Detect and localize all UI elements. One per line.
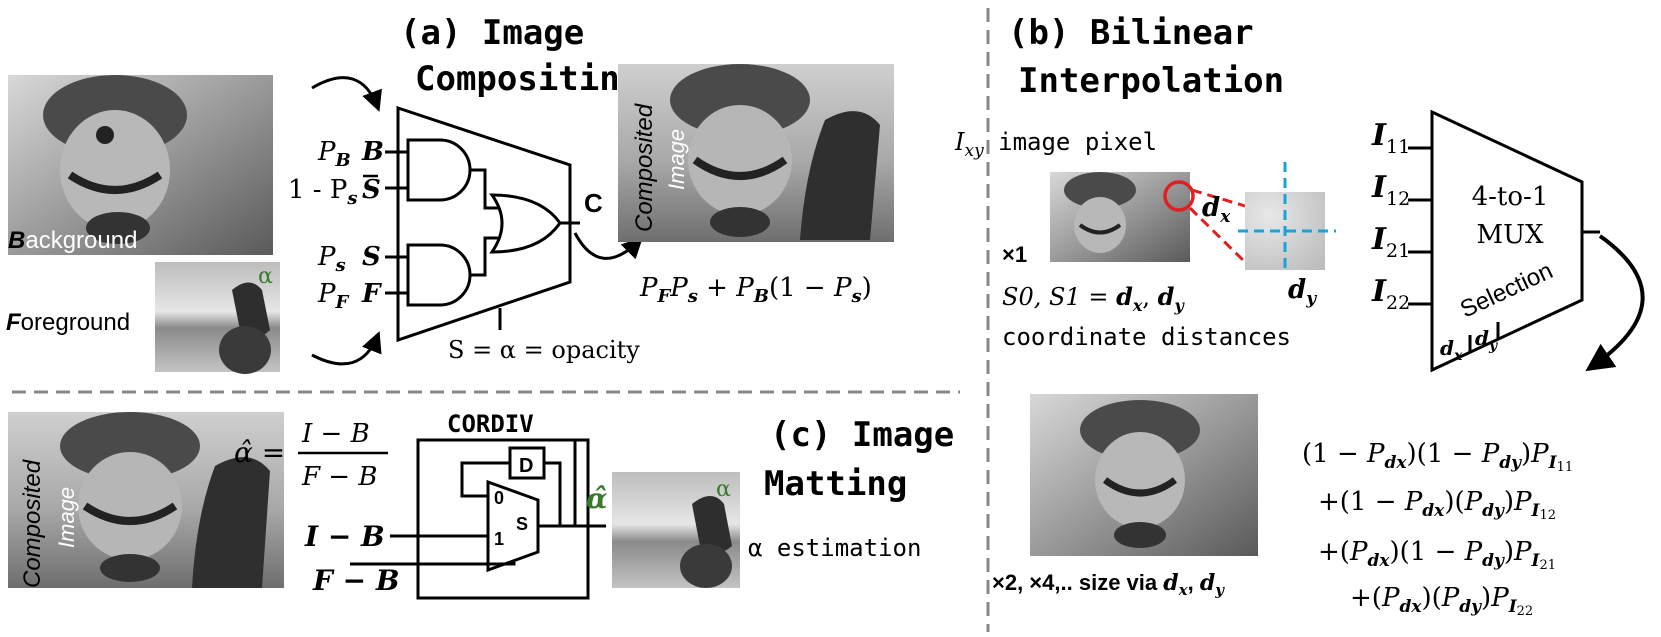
panel-b: (b) Bilinear Interpolation Ixy image pix…	[954, 13, 1645, 619]
foreground-alpha-tag: α	[258, 264, 273, 289]
foreground-photo	[155, 262, 280, 374]
arrow-mux-to-equation	[1585, 234, 1645, 372]
composited-c-label-1: Composited	[19, 459, 46, 588]
panel-c-title-2: Matting	[764, 464, 907, 504]
pixel-highlight-circle	[1163, 180, 1195, 212]
panel-a: (a) Image Compositing Background α Foreg…	[6, 13, 894, 374]
arrow-to-composited	[573, 232, 643, 260]
mux-dy-label: dy	[1475, 326, 1498, 354]
input-sbar-label: S	[362, 175, 381, 205]
panel-c: (c) Image Matting Composited Image α̂ = …	[8, 410, 954, 600]
input-pf-label: PF	[317, 279, 350, 313]
small-photo-x1	[1050, 172, 1190, 262]
mux-label-line-1: 4-to-1	[1472, 182, 1549, 212]
bilinear-eq-4: +(Pdx)(Pdy)PI22	[1350, 583, 1533, 619]
dy-label: dy	[1288, 275, 1317, 309]
cordiv-label: CORDIV	[447, 410, 534, 438]
size-caption: ×2, ×4,.. size via dx, dy	[992, 570, 1225, 599]
d-label: D	[519, 455, 533, 477]
bilinear-mux	[1430, 109, 1584, 373]
panel-b-title-2: Interpolation	[1018, 61, 1284, 101]
mux-input-i21: I21	[1371, 222, 1410, 262]
cordiv-mux-0: 0	[494, 488, 504, 508]
background-label: Background	[8, 227, 137, 254]
input-ps-label: Ps	[317, 242, 346, 276]
pixel-label: Ixy image pixel	[954, 128, 1157, 161]
bilinear-eq-1: (1 − Pdx)(1 − Pdy)PI11	[1302, 439, 1573, 475]
cordiv-mux-1: 1	[494, 529, 504, 549]
arrow-foreground-in	[311, 331, 382, 366]
cordiv-box	[416, 438, 590, 600]
mux-dx-label: dx	[1440, 336, 1463, 364]
compositing-mux	[396, 105, 572, 343]
foreground-label: Foreground	[6, 309, 130, 336]
and-gate-2	[406, 243, 472, 307]
alpha-photo	[612, 472, 740, 588]
input-b-label: B	[361, 137, 384, 167]
arrow-background-in	[311, 76, 382, 112]
output-c-label: C	[584, 188, 603, 218]
composited-photo-a	[618, 64, 894, 242]
compositing-formula: PFPs + PB(1 − Ps)	[639, 273, 872, 307]
input-f-label: F	[361, 279, 382, 309]
coord-distances-line: coordinate distances	[1002, 323, 1291, 351]
composited-label-1: Composited	[631, 103, 658, 232]
dx-label: dx	[1202, 193, 1231, 227]
composited-c-label-2: Image	[54, 487, 79, 548]
bilinear-eq-3: +(Pdx)(1 − Pdy)PI21	[1318, 537, 1556, 573]
alpha-hat-numerator: I − B	[301, 419, 370, 449]
mux-input-i11: I11	[1371, 118, 1410, 158]
input-pb-label: PB	[317, 137, 351, 171]
mux-selection-label: Selection	[1456, 257, 1557, 323]
panel-c-title-1: (c) Image	[770, 415, 954, 455]
panel-a-title-2: Compositing	[415, 59, 640, 99]
and-gate-1	[406, 138, 472, 202]
cordiv-mux-s: S	[516, 514, 528, 534]
background-photo	[8, 75, 273, 255]
scale-x1-label: ×1	[1002, 242, 1027, 267]
bilinear-eq-2: +(1 − Pdx)(Pdy)PI12	[1318, 487, 1556, 523]
mux-label-line-2: MUX	[1476, 220, 1544, 250]
alpha-hat-denominator: F − B	[301, 462, 377, 492]
select-opacity-label: S = α = opacity	[448, 336, 640, 364]
panel-a-title-1: (a) Image	[400, 13, 584, 53]
input-i-minus-b: I − B	[304, 520, 385, 553]
cordiv-mux	[486, 479, 540, 573]
input-f-minus-b: F − B	[312, 564, 400, 597]
or-gate	[489, 193, 562, 254]
mux-input-i22: I22	[1371, 274, 1410, 314]
upscaled-photo	[1030, 394, 1258, 556]
composited-label-2: Image	[664, 129, 689, 190]
mux-input-i12: I12	[1371, 170, 1410, 210]
select-signals-line: S0, S1 = dx, dy	[1002, 282, 1185, 315]
composited-photo-c	[8, 412, 284, 588]
panel-b-title-1: (b) Bilinear	[1008, 13, 1254, 53]
alpha-photo-tag: α	[716, 477, 731, 502]
alpha-hat-eq-lhs: α̂ =	[234, 436, 285, 469]
output-alpha-hat: α̂	[586, 482, 608, 515]
input-1-minus-ps-label: 1 - Ps	[288, 175, 358, 209]
alpha-estimation-label: α estimation	[748, 534, 921, 562]
input-s-label: S	[362, 242, 381, 272]
